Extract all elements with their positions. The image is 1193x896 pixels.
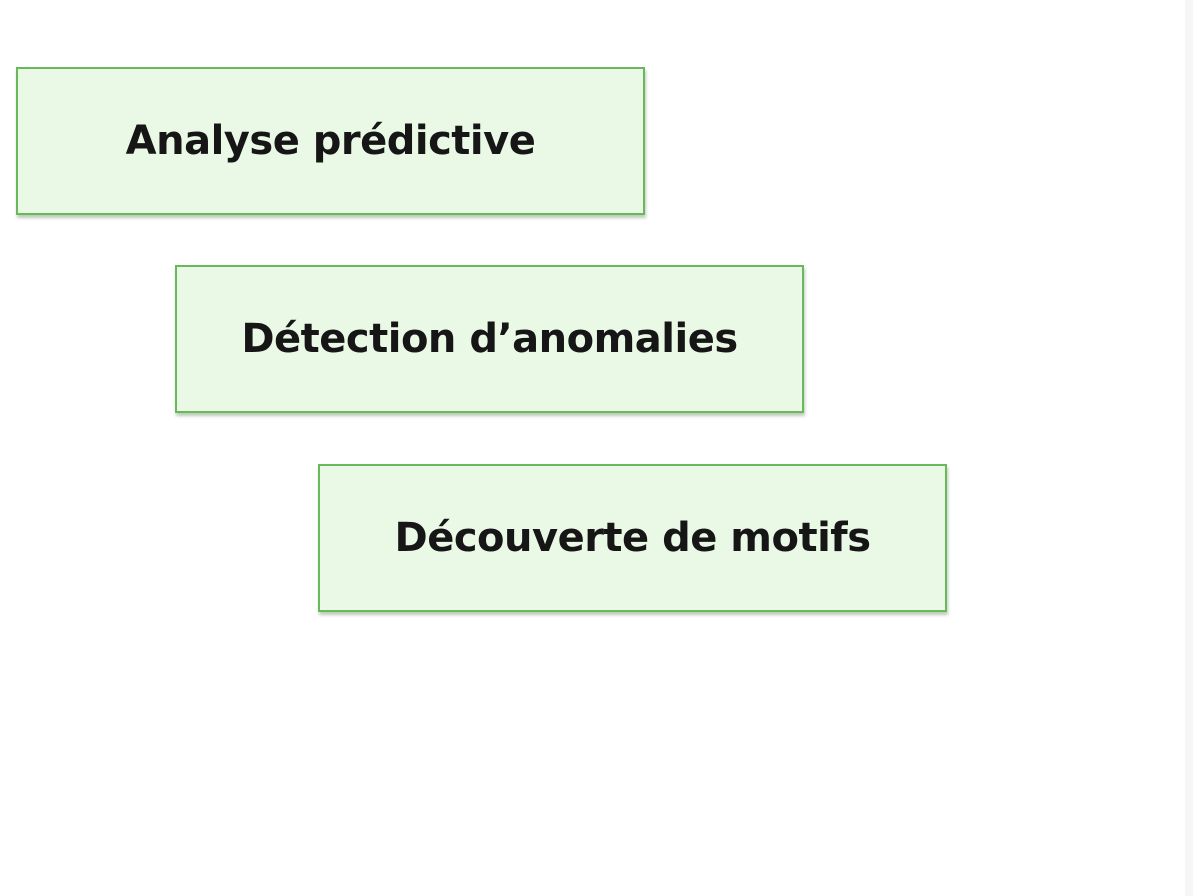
step-box-predictive-analysis: Analyse prédictive: [16, 67, 645, 215]
step-label: Découverte de motifs: [394, 515, 872, 561]
step-label: Détection d’anomalies: [241, 316, 738, 362]
step-box-anomaly-detection: Détection d’anomalies: [175, 265, 804, 413]
right-edge-strip: [1185, 0, 1193, 896]
step-box-pattern-discovery: Découverte de motifs: [318, 464, 947, 612]
step-label: Analyse prédictive: [125, 118, 536, 164]
